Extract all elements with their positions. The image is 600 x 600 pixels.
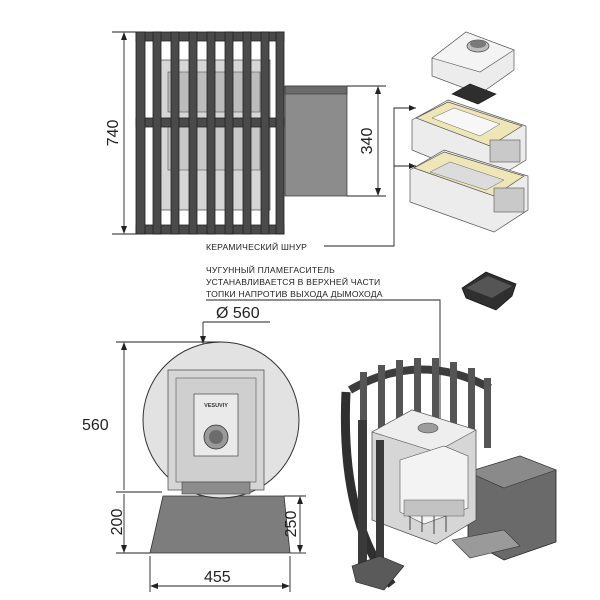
dim-340-label: 340 — [359, 128, 376, 155]
callout-ceramic-cord: КЕРАМИЧЕСКИЙ ШНУР — [206, 105, 416, 252]
side-view: 740 340 — [105, 31, 386, 235]
dim-diameter-label: Ø 560 — [216, 305, 260, 322]
flue-box — [284, 85, 348, 197]
stove-base — [149, 495, 291, 554]
mesh-ring-back — [348, 358, 492, 448]
dim-200: 200 — [109, 494, 150, 554]
dim-250: 250 — [283, 495, 306, 554]
dim-250-label: 250 — [283, 511, 300, 538]
dim-560-label: 560 — [82, 417, 109, 434]
dim-560: 560 — [82, 341, 221, 493]
dim-740-label: 740 — [105, 120, 122, 147]
dim-200-label: 200 — [109, 509, 126, 536]
mesh-frame-side — [135, 31, 285, 235]
dim-455-label: 455 — [204, 569, 231, 586]
flame-damper-line2: УСТАНАВЛИВАЕТСЯ В ВЕРХНЕЙ ЧАСТИ — [206, 276, 380, 287]
door-brand: VESUVIY — [204, 403, 228, 409]
dim-diameter: Ø 560 — [200, 305, 270, 344]
flame-damper-line1: ЧУГУННЫЙ ПЛАМЕГАСИТЕЛЬ — [206, 264, 335, 275]
front-view: VESUVIY Ø 560 560 200 — [82, 305, 306, 592]
dim-740: 740 — [105, 31, 136, 235]
exploded-firebox — [409, 31, 529, 233]
dim-340: 340 — [347, 85, 386, 197]
dim-455: 455 — [149, 556, 291, 592]
flame-plate — [451, 83, 497, 105]
ceramic-cord-label: КЕРАМИЧЕСКИЙ ШНУР — [206, 241, 307, 252]
callout-flame-damper: ЧУГУННЫЙ ПЛАМЕГАСИТЕЛЬ УСТАНАВЛИВАЕТСЯ В… — [206, 264, 517, 432]
cutaway-view — [340, 358, 557, 591]
flame-damper-line3: ТОПКИ НАПРОТИВ ВЫХОДА ДЫМОХОДА — [206, 289, 383, 299]
